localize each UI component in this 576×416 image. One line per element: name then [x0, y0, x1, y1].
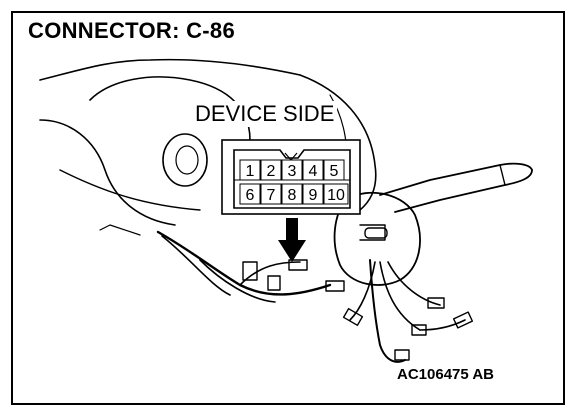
pin-1: 1 [246, 163, 255, 180]
illustration-code: AC106475 AB [397, 366, 494, 383]
pin-5: 5 [330, 163, 339, 180]
dashboard-lower [59, 169, 201, 211]
harness-right [419, 319, 466, 331]
harness-strand-c [239, 261, 301, 286]
shroud-right [299, 74, 377, 211]
pin-8: 8 [288, 187, 297, 204]
pin-4: 4 [309, 163, 318, 180]
dashboard-left [39, 119, 176, 226]
stalk-tip [499, 164, 506, 186]
connector-title: CONNECTOR: C-86 [26, 18, 240, 44]
connector-callout: 1 2 3 4 5 6 7 8 9 10 [221, 139, 361, 215]
pin-10: 10 [327, 187, 345, 204]
harness-connector-7 [452, 311, 474, 329]
harness-down [369, 259, 406, 363]
dashboard-outline [39, 58, 301, 81]
harness-down-b [379, 261, 421, 331]
device-side-label: DEVICE SIDE [192, 101, 338, 127]
switch-key [364, 227, 388, 239]
pin-2: 2 [267, 163, 276, 180]
pointer-arrow [278, 218, 306, 262]
stalk-upper [379, 162, 533, 196]
column-ring [162, 133, 208, 187]
harness-connector-5 [342, 307, 364, 327]
harness-connector-2 [267, 275, 281, 291]
harness-down-c [387, 261, 441, 306]
harness-connector-4 [325, 280, 345, 292]
harness-connector-3 [288, 259, 308, 271]
pin-7: 7 [267, 187, 276, 204]
harness-connector-8 [394, 349, 410, 361]
harness-connector-6 [427, 297, 445, 309]
shroud-edge [99, 224, 141, 236]
pin-9: 9 [309, 187, 318, 204]
harness-connector-9 [411, 324, 427, 336]
harness-down-d [349, 261, 376, 321]
harness-strand-b [199, 259, 276, 303]
pin-6: 6 [246, 187, 255, 204]
pin-3: 3 [288, 163, 297, 180]
column-ring-inner [175, 145, 199, 175]
stalk-lower [394, 169, 533, 213]
harness-connector-1 [242, 261, 258, 281]
harness-strand-a [161, 235, 231, 296]
switch-slot [359, 224, 386, 241]
